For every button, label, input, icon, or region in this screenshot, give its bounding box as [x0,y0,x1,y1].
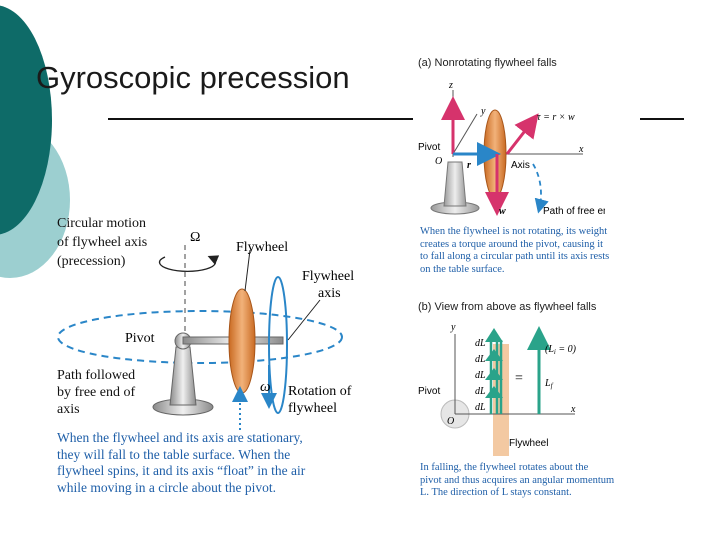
z-label: z [448,80,453,91]
panel-b-caption: In falling, the flywheel rotates about t… [420,462,615,498]
flywheel-pointer [244,249,251,292]
fall-path [532,163,549,214]
omega-cap-label: Ω [190,230,200,245]
dL-head-4 [485,386,503,398]
path-label: Path of free end [543,206,605,217]
pivot-label-b: Pivot [418,386,440,397]
title-rule-right [640,118,684,120]
Lf-label: Lf [544,378,554,390]
panel-a-heading: (a) Nonrotating flywheel falls [418,57,557,69]
dL-head-1 [485,328,503,342]
path-of-free-end [57,310,343,364]
stand-pole [169,346,197,406]
rotation-label-2: flywheel [288,401,337,416]
dL-label-4: dL [475,386,486,397]
origin-label-b: O [447,416,454,427]
stand-pole [443,161,467,207]
torque-label: τ = r × w [537,112,575,123]
dL-label-3: dL [475,370,486,381]
dL-label-1: dL [475,338,486,349]
flywheel-axis-label-2: axis [318,286,341,301]
y-axis [452,113,478,155]
flywheel-label-b: Flywheel [509,438,548,449]
precession-arrow [158,255,220,272]
flywheel-axis-label-1: Flywheel [302,269,354,284]
equals-label: = [515,371,523,386]
flywheel-disk [228,288,256,394]
y-label-b: y [450,322,456,333]
dL-head-2 [485,349,503,361]
panel-b-heading: (b) View from above as flywheel falls [418,301,597,313]
torque-arrow [505,113,539,155]
gyroscope-figure: Ω Flywheel Flywheel axis Pivot ω Rotatio… [57,230,354,430]
r-label: r [467,160,471,171]
y-label: y [480,106,486,117]
w-label: w [499,206,506,217]
dL-label-2: dL [475,354,486,365]
dL-label-5: dL [475,402,486,413]
pivot-label: Pivot [418,142,440,153]
flywheel-label: Flywheel [236,240,288,255]
dL-head-3 [485,368,503,380]
path-followed-label: Path followed by free end of axis [57,368,136,417]
title-rule-left [108,118,413,120]
left-caption: When the flywheel and its axis are stati… [57,430,306,495]
circular-motion-label: Circular motion of flywheel axis (preces… [57,216,148,269]
origin-label: O [435,156,442,167]
Li-label: (Li = 0) [545,344,577,356]
omega-label: ω [260,379,271,395]
x-label: x [578,144,584,155]
panel-a-diagram: z y x Pivot O r Axis w τ = r × w Path of… [418,80,605,217]
panel-a-caption: When the flywheel is not rotating, its w… [420,226,610,275]
slide-title: Gyroscopic precession [36,60,350,95]
rotation-arrow [268,276,288,414]
panel-b-diagram: y x Pivot O dL dL dL dL dL (Li = 0) = Lf… [418,322,577,456]
x-label-b: x [570,404,576,415]
axis-pointer [287,299,321,341]
rotation-label-1: Rotation of [288,384,352,399]
decor-dark-circle [0,5,52,235]
pivot-label: Pivot [125,331,155,346]
axis-label: Axis [511,160,530,171]
